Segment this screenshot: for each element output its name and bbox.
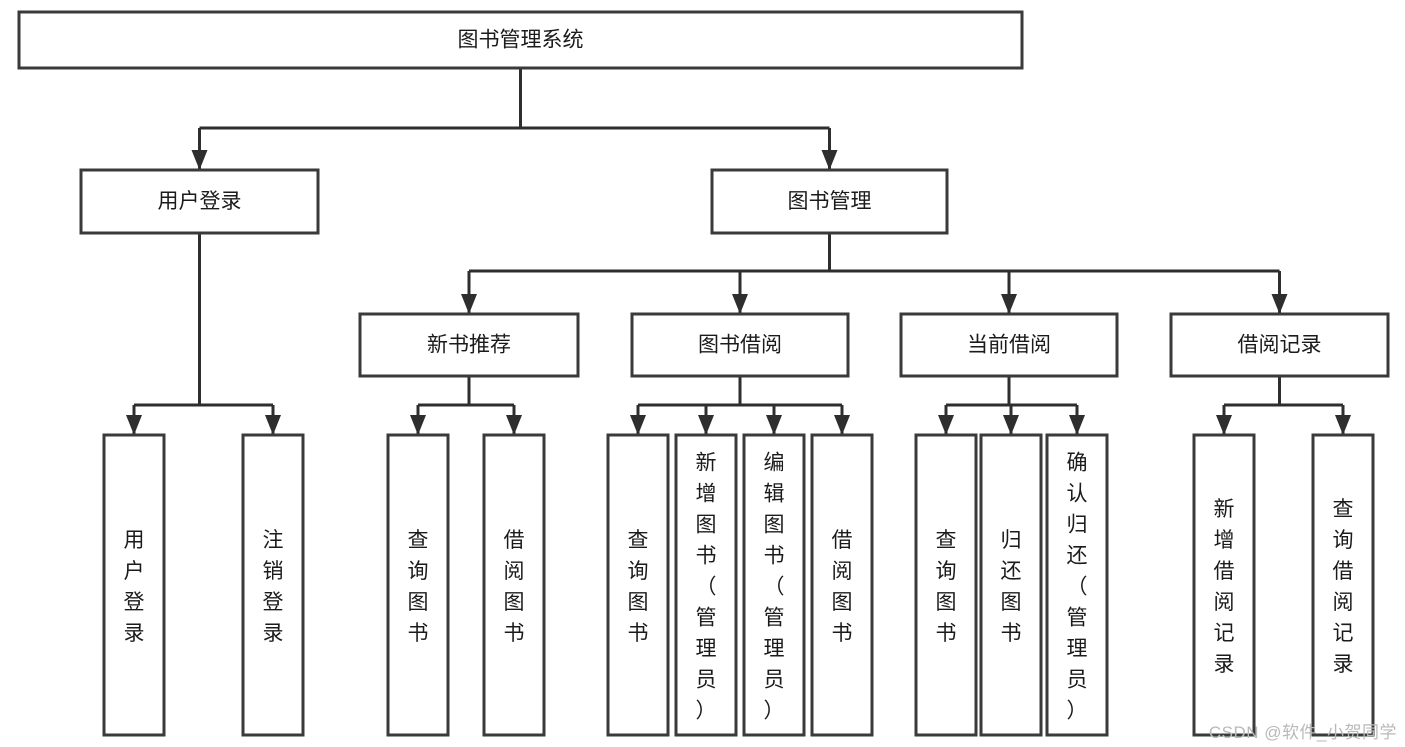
node-label-new-book-rec: 新书推荐: [427, 334, 511, 357]
node-label-leaf-cur-confirm-return: 确认归还（管理员）: [1067, 452, 1088, 723]
node-box-root: [17, 10, 1024, 70]
connectors-layer: [126, 68, 1351, 435]
arrow-head-icon: [191, 150, 208, 170]
arrow-head-icon: [834, 415, 850, 435]
node-box-leaf-cur-confirm-return: [1045, 433, 1109, 737]
arrow-head-icon: [821, 150, 838, 170]
arrow-head-icon: [410, 415, 426, 435]
node-box-leaf-borrow-add-book: [674, 433, 738, 737]
node-box-book-manage: [710, 168, 949, 235]
node-label-leaf-rec-add-record: 新增借阅记录: [1214, 498, 1235, 676]
node-label-leaf-borrow-query-book: 查询图书: [628, 529, 649, 645]
node-leaf-rec-query-record[interactable]: 查询借阅记录: [1311, 433, 1375, 737]
node-borrow-record[interactable]: 借阅记录: [1169, 312, 1390, 378]
csdn-watermark: CSDN @软件_小贺同学: [1208, 723, 1397, 742]
node-box-leaf-cur-query-book: [914, 433, 978, 737]
node-box-leaf-rec-add-record: [1192, 433, 1256, 737]
node-leaf-borrow-query-book[interactable]: 查询图书: [606, 433, 670, 737]
arrow-head-icon: [732, 294, 748, 314]
node-box-leaf-rec-query-book: [386, 433, 450, 737]
node-label-leaf-borrow-borrow-book: 借阅图书: [832, 529, 853, 645]
arrow-head-icon: [1001, 294, 1017, 314]
node-label-leaf-user-logout: 注销登录: [263, 529, 284, 645]
node-label-leaf-borrow-edit-book: 编辑图书（管理员）: [764, 452, 785, 723]
node-box-leaf-borrow-borrow-book: [810, 433, 874, 737]
node-box-leaf-user-logout: [241, 433, 305, 737]
node-box-leaf-borrow-edit-book: [742, 433, 806, 737]
arrow-head-icon: [1335, 415, 1351, 435]
node-box-leaf-rec-borrow-book: [482, 433, 546, 737]
node-book-manage[interactable]: 图书管理: [710, 168, 949, 235]
node-leaf-rec-add-record[interactable]: 新增借阅记录: [1192, 433, 1256, 737]
node-leaf-borrow-borrow-book[interactable]: 借阅图书: [810, 433, 874, 737]
arrow-head-icon: [265, 415, 281, 435]
node-label-root: 图书管理系统: [458, 29, 584, 52]
node-label-leaf-rec-query-record: 查询借阅记录: [1333, 498, 1354, 676]
node-root[interactable]: 图书管理系统: [17, 10, 1024, 70]
node-current-borrow[interactable]: 当前借阅: [899, 312, 1119, 378]
arrow-head-icon: [506, 415, 522, 435]
node-label-leaf-cur-query-book: 查询图书: [936, 529, 957, 645]
node-label-book-borrow: 图书借阅: [698, 334, 782, 357]
node-label-leaf-borrow-add-book: 新增图书（管理员）: [696, 452, 717, 723]
node-label-leaf-rec-query-book: 查询图书: [408, 529, 429, 645]
node-box-leaf-cur-return-book: [979, 433, 1043, 737]
node-leaf-cur-query-book[interactable]: 查询图书: [914, 433, 978, 737]
node-leaf-rec-borrow-book[interactable]: 借阅图书: [482, 433, 546, 737]
node-leaf-rec-query-book[interactable]: 查询图书: [386, 433, 450, 737]
nodes-layer: 图书管理系统用户登录图书管理新书推荐图书借阅当前借阅借阅记录用户登录注销登录查询…: [17, 10, 1390, 737]
node-label-current-borrow: 当前借阅: [967, 334, 1051, 357]
arrow-head-icon: [938, 415, 954, 435]
node-box-leaf-user-login: [102, 433, 166, 737]
node-box-current-borrow: [899, 312, 1119, 378]
node-label-leaf-rec-borrow-book: 借阅图书: [504, 529, 525, 645]
node-box-borrow-record: [1169, 312, 1390, 378]
node-box-book-borrow: [630, 312, 850, 378]
node-label-leaf-user-login: 用户登录: [124, 529, 145, 645]
arrow-head-icon: [126, 415, 142, 435]
arrow-head-icon: [698, 415, 714, 435]
node-leaf-user-logout[interactable]: 注销登录: [241, 433, 305, 737]
arrow-head-icon: [1271, 294, 1288, 314]
node-leaf-borrow-edit-book[interactable]: 编辑图书（管理员）: [742, 433, 806, 737]
arrow-head-icon: [630, 415, 646, 435]
node-label-borrow-record: 借阅记录: [1238, 334, 1322, 357]
node-leaf-cur-confirm-return[interactable]: 确认归还（管理员）: [1045, 433, 1109, 737]
arrow-head-icon: [1216, 415, 1232, 435]
node-new-book-rec[interactable]: 新书推荐: [358, 312, 580, 378]
node-box-new-book-rec: [358, 312, 580, 378]
node-box-leaf-rec-query-record: [1311, 433, 1375, 737]
node-leaf-user-login[interactable]: 用户登录: [102, 433, 166, 737]
arrow-head-icon: [1003, 415, 1019, 435]
arrow-head-icon: [766, 415, 782, 435]
node-box-leaf-borrow-query-book: [606, 433, 670, 737]
node-box-user-login: [79, 168, 320, 235]
node-label-user-login: 用户登录: [158, 190, 242, 213]
node-leaf-borrow-add-book[interactable]: 新增图书（管理员）: [674, 433, 738, 737]
node-leaf-cur-return-book[interactable]: 归还图书: [979, 433, 1043, 737]
node-user-login[interactable]: 用户登录: [79, 168, 320, 235]
node-label-leaf-cur-return-book: 归还图书: [1001, 529, 1022, 645]
arrow-head-icon: [1069, 415, 1085, 435]
node-book-borrow[interactable]: 图书借阅: [630, 312, 850, 378]
node-label-book-manage: 图书管理: [788, 190, 872, 213]
arrow-head-icon: [461, 294, 477, 314]
